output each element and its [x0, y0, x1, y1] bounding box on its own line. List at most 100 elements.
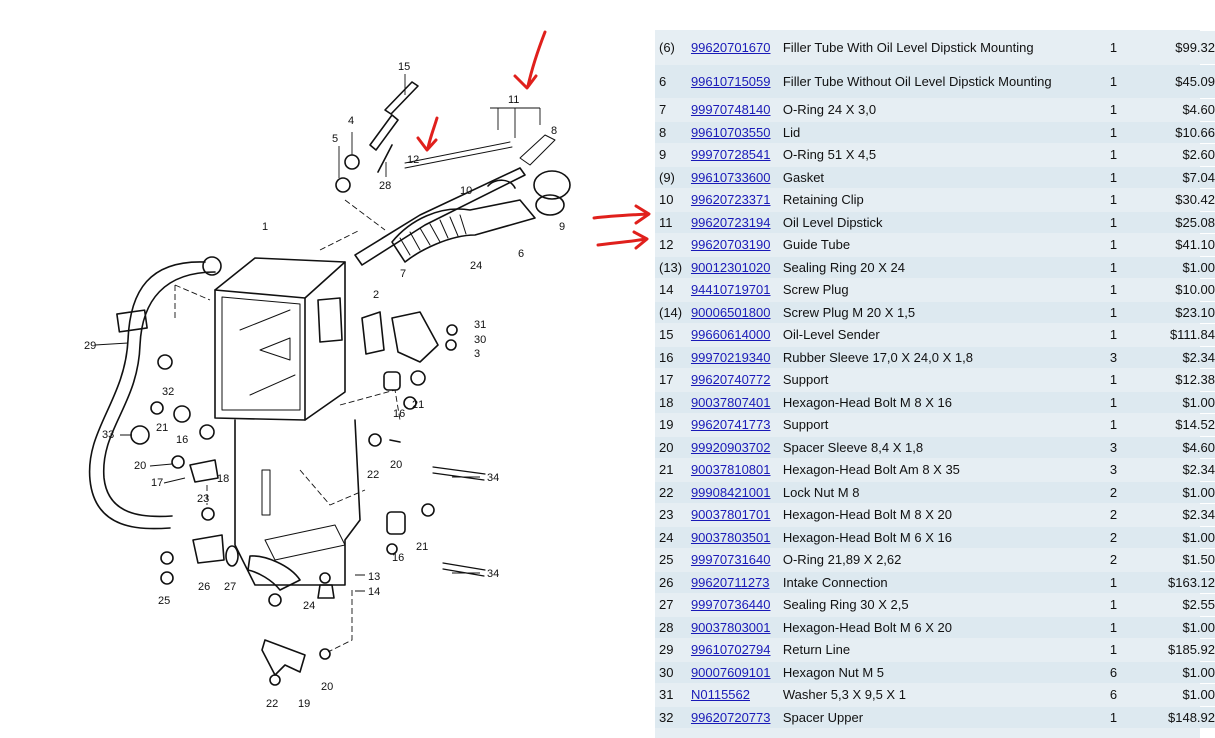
- part-number-cell: 99620723194: [687, 211, 780, 233]
- parts-diagram: 15 4 5 28 12 11 8 10 9 6 1 24 7 2 31 30 …: [84, 30, 651, 710]
- callout-15: 15: [398, 61, 410, 73]
- callout-21c: 21: [416, 541, 428, 553]
- part-number-link[interactable]: 99610702794: [690, 642, 771, 658]
- part-number-link[interactable]: N0115562: [690, 687, 750, 703]
- part-price: $4.60: [1146, 99, 1215, 121]
- part-price: $1.00: [1146, 684, 1215, 706]
- part-price: $1.00: [1146, 616, 1215, 638]
- part-number-cell: 90037801701: [687, 504, 780, 526]
- part-number-link[interactable]: 99610733600: [690, 169, 771, 185]
- part-number-link[interactable]: 90037801701: [690, 507, 771, 523]
- part-price: $99.32: [1146, 31, 1215, 64]
- part-number-cell: 99970219340: [687, 346, 780, 368]
- callout-18: 18: [217, 473, 229, 485]
- part-price: $148.92: [1146, 706, 1215, 728]
- part-description: Screw Plug: [779, 279, 1081, 301]
- part-number-link[interactable]: 99970736440: [690, 597, 771, 613]
- part-position: 24: [655, 526, 688, 548]
- part-number-link[interactable]: 99610715059: [690, 74, 771, 89]
- part-quantity: 1: [1080, 324, 1147, 346]
- callout-34b: 34: [487, 568, 499, 580]
- part-description: Rubber Sleeve 17,0 X 24,0 X 1,8: [779, 346, 1081, 368]
- part-number-link[interactable]: 90037807401: [690, 394, 771, 410]
- part-number-link[interactable]: 99920903702: [690, 439, 771, 455]
- part-number-link[interactable]: 99620741773: [690, 417, 771, 433]
- part-price: $14.52: [1146, 414, 1215, 436]
- part-description: Return Line: [779, 639, 1081, 661]
- part-number-link[interactable]: 99620723371: [690, 192, 771, 208]
- part-number-link[interactable]: 99610703550: [690, 124, 771, 140]
- part-number-link[interactable]: 99908421001: [690, 484, 771, 500]
- callout-22a: 22: [367, 469, 379, 481]
- part-description: Hexagon-Head Bolt Am 8 X 35: [779, 459, 1081, 481]
- part-price: $1.00: [1146, 256, 1215, 278]
- part-position: 10: [655, 189, 688, 211]
- part-description: Lock Nut M 8: [779, 481, 1081, 503]
- part-number-cell: 99610702794: [687, 639, 780, 661]
- callout-31: 31: [474, 319, 486, 331]
- part-position: 9: [655, 144, 688, 166]
- part-number-link[interactable]: 99620703190: [690, 237, 771, 253]
- part-number-link[interactable]: 90012301020: [690, 259, 771, 275]
- part-number-link[interactable]: 99660614000: [690, 327, 771, 343]
- callout-17: 17: [151, 477, 163, 489]
- part-description: Intake Connection: [779, 571, 1081, 593]
- part-description: Screw Plug M 20 X 1,5: [779, 301, 1081, 323]
- part-description: Sealing Ring 20 X 24: [779, 256, 1081, 278]
- callout-11: 11: [508, 94, 519, 106]
- part-position: 15: [655, 324, 688, 346]
- part-number-link[interactable]: 99620740772: [690, 372, 771, 388]
- part-number-link[interactable]: 99620701670: [690, 40, 771, 55]
- part-number-link[interactable]: 99970748140: [690, 102, 771, 118]
- part-number-link[interactable]: 99620720773: [690, 709, 771, 725]
- part-position: (6): [655, 31, 688, 64]
- part-number-link[interactable]: 99620723194: [690, 214, 771, 230]
- callout-25: 25: [158, 595, 170, 607]
- part-description: O-Ring 24 X 3,0: [779, 99, 1081, 121]
- part-number-cell: 99620741773: [687, 414, 780, 436]
- part-quantity: 2: [1080, 504, 1147, 526]
- part-number-link[interactable]: 90037803501: [690, 529, 771, 545]
- part-position: 16: [655, 346, 688, 368]
- part-price: $1.00: [1146, 661, 1215, 683]
- part-quantity: 3: [1080, 346, 1147, 368]
- part-number-link[interactable]: 90007609101: [690, 664, 771, 680]
- part-quantity: 1: [1080, 99, 1147, 121]
- callout-6: 6: [518, 248, 524, 260]
- part-description: Spacer Sleeve 8,4 X 1,8: [779, 436, 1081, 458]
- part-number-cell: 99970736440: [687, 594, 780, 616]
- callout-16a: 16: [393, 408, 405, 420]
- part-price: $10.66: [1146, 121, 1215, 143]
- part-quantity: 1: [1080, 571, 1147, 593]
- red-arrow-icon: [596, 230, 649, 250]
- part-price: $4.60: [1146, 436, 1215, 458]
- part-number-link[interactable]: 90037810801: [690, 462, 771, 478]
- part-position: 23: [655, 504, 688, 526]
- part-number-link[interactable]: 94410719701: [690, 282, 771, 298]
- part-number-link[interactable]: 99970731640: [690, 552, 771, 568]
- exploded-view-drawing: 15 4 5 28 12 11 8 10 9 6 1 24 7 2 31 30 …: [84, 30, 651, 710]
- part-number-link[interactable]: 99620711273: [690, 574, 770, 590]
- part-number-link[interactable]: 99970219340: [690, 349, 771, 365]
- part-number-link[interactable]: 90006501800: [690, 304, 771, 320]
- callout-24b: 24: [303, 600, 315, 612]
- part-price: $25.08: [1146, 211, 1215, 233]
- part-number-cell: 90007609101: [687, 661, 780, 683]
- part-number-cell: 99610715059: [687, 65, 780, 98]
- callout-20a: 20: [134, 460, 146, 472]
- part-number-link[interactable]: 99970728541: [690, 147, 771, 163]
- part-number-link[interactable]: 90037803001: [690, 619, 771, 635]
- callout-1: 1: [262, 221, 268, 233]
